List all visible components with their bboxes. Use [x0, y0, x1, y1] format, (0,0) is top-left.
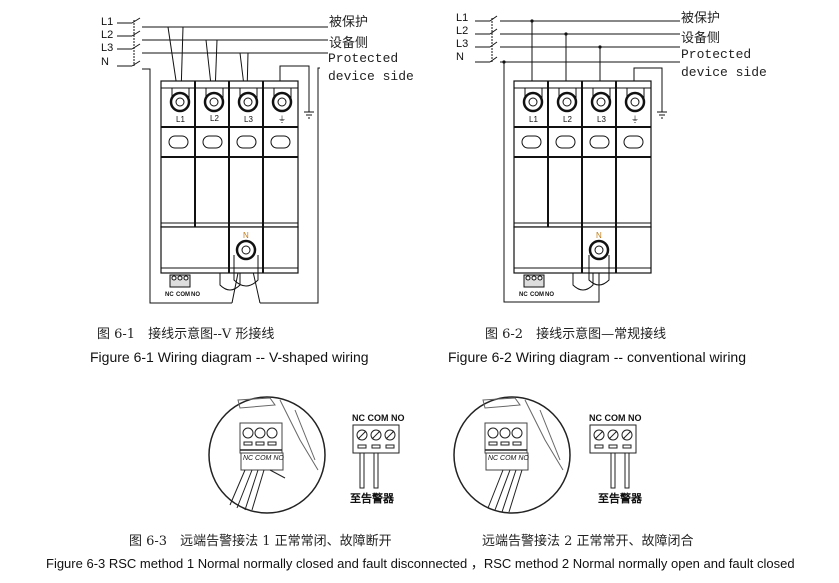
- junction-dots: [502, 19, 602, 64]
- protected-side-cn-2: 设备侧: [329, 36, 369, 51]
- terminal-label-l1: L1: [529, 115, 538, 124]
- ground-icon: ⏚: [278, 115, 286, 124]
- remote-label-com: COM: [176, 292, 190, 298]
- line-label-l2: L2: [456, 25, 469, 37]
- closeup-labels-method-1: NC COM NO: [243, 455, 284, 462]
- remote-label-no: NO: [545, 292, 554, 298]
- ground-icon: ⏚: [631, 115, 639, 124]
- figure-6-2-caption-cn: 图 6-2 接线示意图—常规接线: [485, 327, 667, 342]
- terminal-label-l2: L2: [210, 114, 219, 123]
- line-label-l3: L3: [101, 42, 114, 54]
- protected-side-cn-2: 设备侧: [681, 31, 721, 46]
- terminal-header-method-2: NC COM NO: [589, 413, 642, 423]
- line-label-l1: L1: [456, 12, 469, 24]
- closeup-method-2: [453, 396, 571, 514]
- remote-label-no: NO: [191, 292, 200, 298]
- line-label-n: N: [101, 56, 109, 68]
- protected-side-cn-1: 被保护: [681, 11, 721, 26]
- line-label-l3: L3: [456, 38, 469, 50]
- terminal-label-l1: L1: [176, 115, 185, 124]
- neutral-terminal-label: N: [596, 231, 602, 240]
- protected-side-en-1: Protected: [681, 47, 752, 62]
- figure-6-3-caption-cn-method-1: 图 6-3 远端告警接法 1 正常常闭、故障断开: [129, 534, 392, 549]
- terminal-header-method-1: NC COM NO: [352, 413, 405, 423]
- figure-6-2-caption-en: Figure 6-2 Wiring diagram -- conventiona…: [448, 349, 747, 365]
- neutral-terminal-label: N: [243, 231, 249, 240]
- line-label-l2: L2: [101, 29, 114, 41]
- protected-side-en-1: Protected: [328, 51, 399, 66]
- figure-6-1-caption-en: Figure 6-1 Wiring diagram -- V-shaped wi…: [90, 349, 369, 365]
- remote-label-com: COM: [530, 292, 544, 298]
- protected-side-cn-1: 被保护: [329, 15, 369, 30]
- terminal-label-l3: L3: [597, 115, 606, 124]
- alarm-label-method-2: 至告警器: [598, 492, 642, 505]
- alarm-label-method-1: 至告警器: [350, 492, 394, 505]
- terminal-screws-fig1: [169, 91, 293, 261]
- figure-6-3-caption-en: Figure 6-3 RSC method 1 Normal normally …: [46, 556, 795, 571]
- terminal-block-method-2: [589, 424, 637, 489]
- terminal-label-l3: L3: [244, 115, 253, 124]
- terminal-block-method-1: [352, 424, 400, 489]
- terminal-label-l2: L2: [563, 115, 572, 124]
- line-label-n: N: [456, 51, 464, 63]
- terminal-screws-fig2: [522, 91, 646, 261]
- remote-label-nc: NC: [165, 292, 174, 298]
- closeup-method-1: [208, 396, 326, 514]
- figure-6-1-caption-cn: 图 6-1 接线示意图--V 形接线: [97, 327, 275, 342]
- figure-6-3-caption-cn-method-2: 远端告警接法 2 正常常开、故障闭合: [482, 534, 694, 549]
- protected-side-en-2: device side: [328, 69, 414, 84]
- line-label-l1: L1: [101, 16, 114, 28]
- closeup-labels-method-2: NC COM NO: [488, 455, 529, 462]
- protected-side-en-2: device side: [681, 65, 767, 80]
- remote-label-nc: NC: [519, 292, 528, 298]
